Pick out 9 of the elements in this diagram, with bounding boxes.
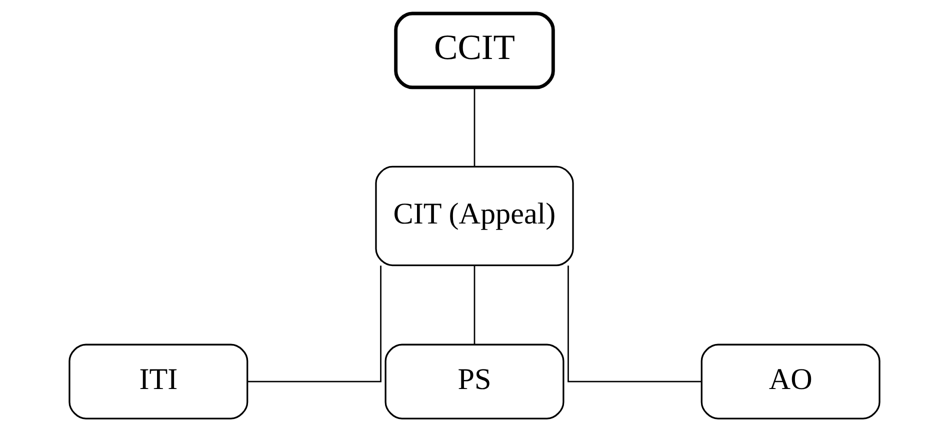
node-box: CCIT: [394, 12, 554, 90]
node-box: ITI: [68, 344, 248, 420]
connector: [247, 266, 381, 382]
connector: [473, 88, 475, 166]
connector: [473, 266, 475, 345]
connector: [567, 266, 701, 382]
node-box: CIT (Appeal): [374, 166, 574, 266]
node-box: AO: [700, 344, 880, 420]
node-box: PS: [384, 344, 564, 420]
